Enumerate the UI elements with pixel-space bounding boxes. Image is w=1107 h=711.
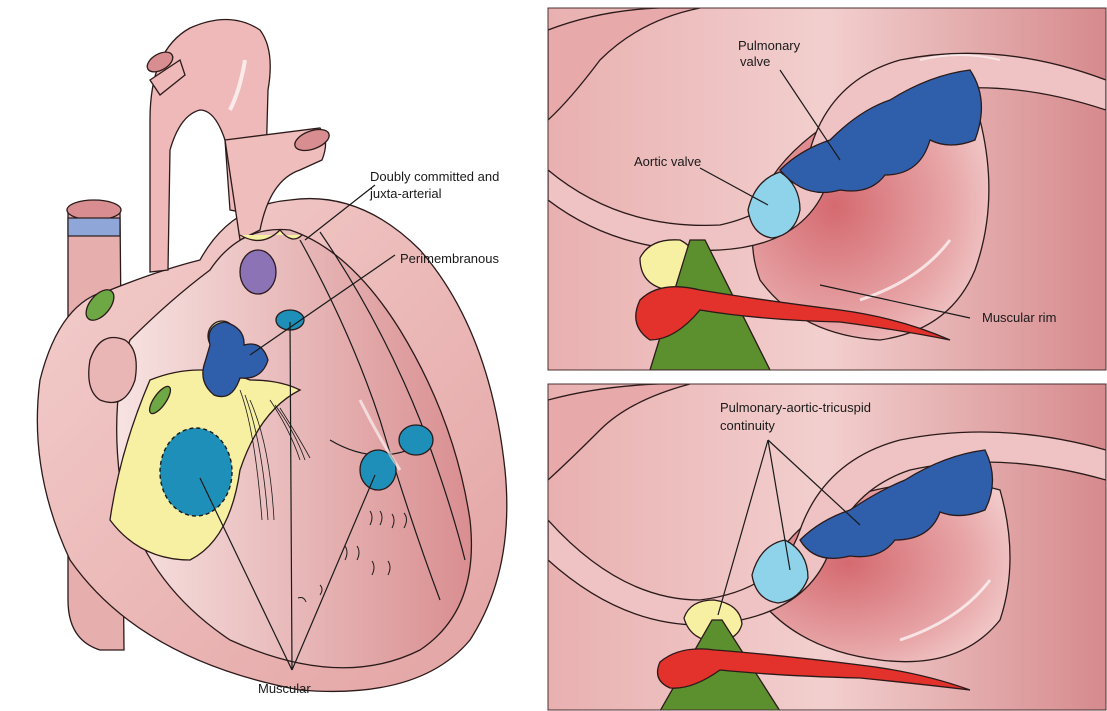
label-muscular: Muscular [258, 681, 311, 696]
label-doubly-committed-2: juxta-arterial [369, 186, 442, 201]
label-doubly-committed-1: Doubly committed and [370, 169, 499, 184]
label-pulmonary-valve-1: Pulmonary [738, 38, 801, 53]
muscular-defect-trabecular [399, 425, 433, 455]
muscular-defect-inlet [160, 428, 232, 516]
label-pat-continuity-2: continuity [720, 418, 775, 433]
vena-cava-band [68, 218, 120, 236]
doubly-committed-defect [240, 250, 276, 294]
label-pat-continuity-1: Pulmonary-aortic-tricuspid [720, 400, 871, 415]
label-muscular-rim: Muscular rim [982, 310, 1056, 325]
vena-cava-opening [67, 200, 121, 220]
label-perimembranous: Perimembranous [400, 251, 499, 266]
heart-illustration [37, 19, 506, 691]
atrial-fossa [89, 338, 137, 403]
label-pulmonary-valve-2: valve [740, 54, 770, 69]
label-aortic-valve: Aortic valve [634, 154, 701, 169]
panel-continuity-detail [548, 384, 1106, 711]
